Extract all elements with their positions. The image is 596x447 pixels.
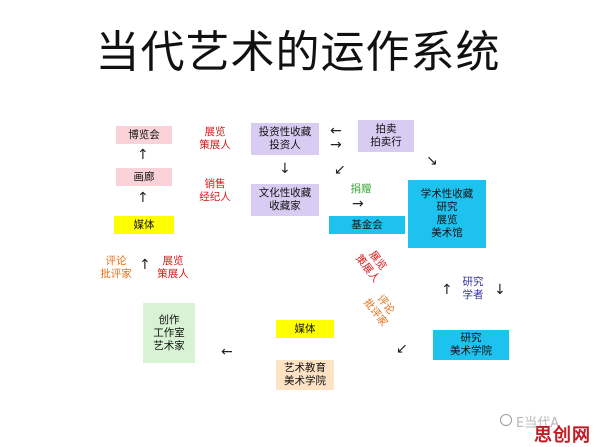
arrow-auction-to-investment: ← — [330, 123, 342, 139]
box-investment-collecting: 投资性收藏 投资人 — [251, 123, 319, 155]
arrow-media-to-gallery: ↑ — [137, 190, 149, 206]
arrow-auction-to-cultural: ↙ — [334, 162, 346, 178]
box-research-academy: 研究 美术学院 — [433, 330, 509, 360]
label-exhibition-curator-diag: 展览 策展人 — [352, 248, 389, 285]
box-studio: 创作 工作室 艺术家 — [143, 303, 195, 363]
arrow-academy-to-studio: ↙ — [396, 341, 408, 357]
arrow-up-left-col: ↑ — [139, 257, 151, 273]
arrow-research-down: ↓ — [494, 282, 506, 298]
arrow-investment-to-cultural: ↓ — [279, 161, 291, 177]
box-cultural-collecting: 文化性收藏 收藏家 — [251, 184, 319, 216]
label-donation: 捐赠 — [350, 183, 372, 195]
watermark-icon — [500, 414, 512, 426]
label-exhibition-curator-top: 展览 策展人 — [199, 126, 231, 151]
arrow-auction-to-academic: ↘ — [426, 153, 438, 169]
arrow-donation: → — [352, 196, 364, 212]
box-gallery: 画廊 — [116, 168, 172, 186]
arrow-research-up: ↑ — [441, 282, 453, 298]
box-museum-hall: 博览会 — [116, 126, 172, 144]
box-academic-collecting: 学术性收藏 研究 展览 美术馆 — [408, 180, 486, 248]
box-art-education: 艺术教育 美术学院 — [276, 360, 334, 390]
label-research-scholar: 研究 学者 — [462, 276, 484, 301]
label-exhibition-curator-left: 展览 策展人 — [157, 255, 189, 280]
box-media-left: 媒体 — [114, 216, 174, 234]
label-sales-agent: 销售 经纪人 — [199, 178, 231, 203]
arrow-gallery-to-hall: ↑ — [137, 147, 149, 163]
label-critic-left: 评论 批评家 — [100, 255, 132, 280]
arrow-investment-to-auction: → — [330, 137, 342, 153]
box-auction: 拍卖 拍卖行 — [358, 120, 414, 152]
box-foundation: 基金会 — [329, 216, 405, 234]
watermark-text: E当代A — [516, 416, 560, 431]
diagram-title: 当代艺术的运作系统 — [95, 27, 501, 78]
arrow-to-studio: ← — [221, 344, 233, 360]
watermark-logo: 思创网 — [534, 425, 591, 446]
box-media-bottom: 媒体 — [276, 320, 334, 338]
label-critic-diag: 评论 批评家 — [360, 292, 397, 329]
